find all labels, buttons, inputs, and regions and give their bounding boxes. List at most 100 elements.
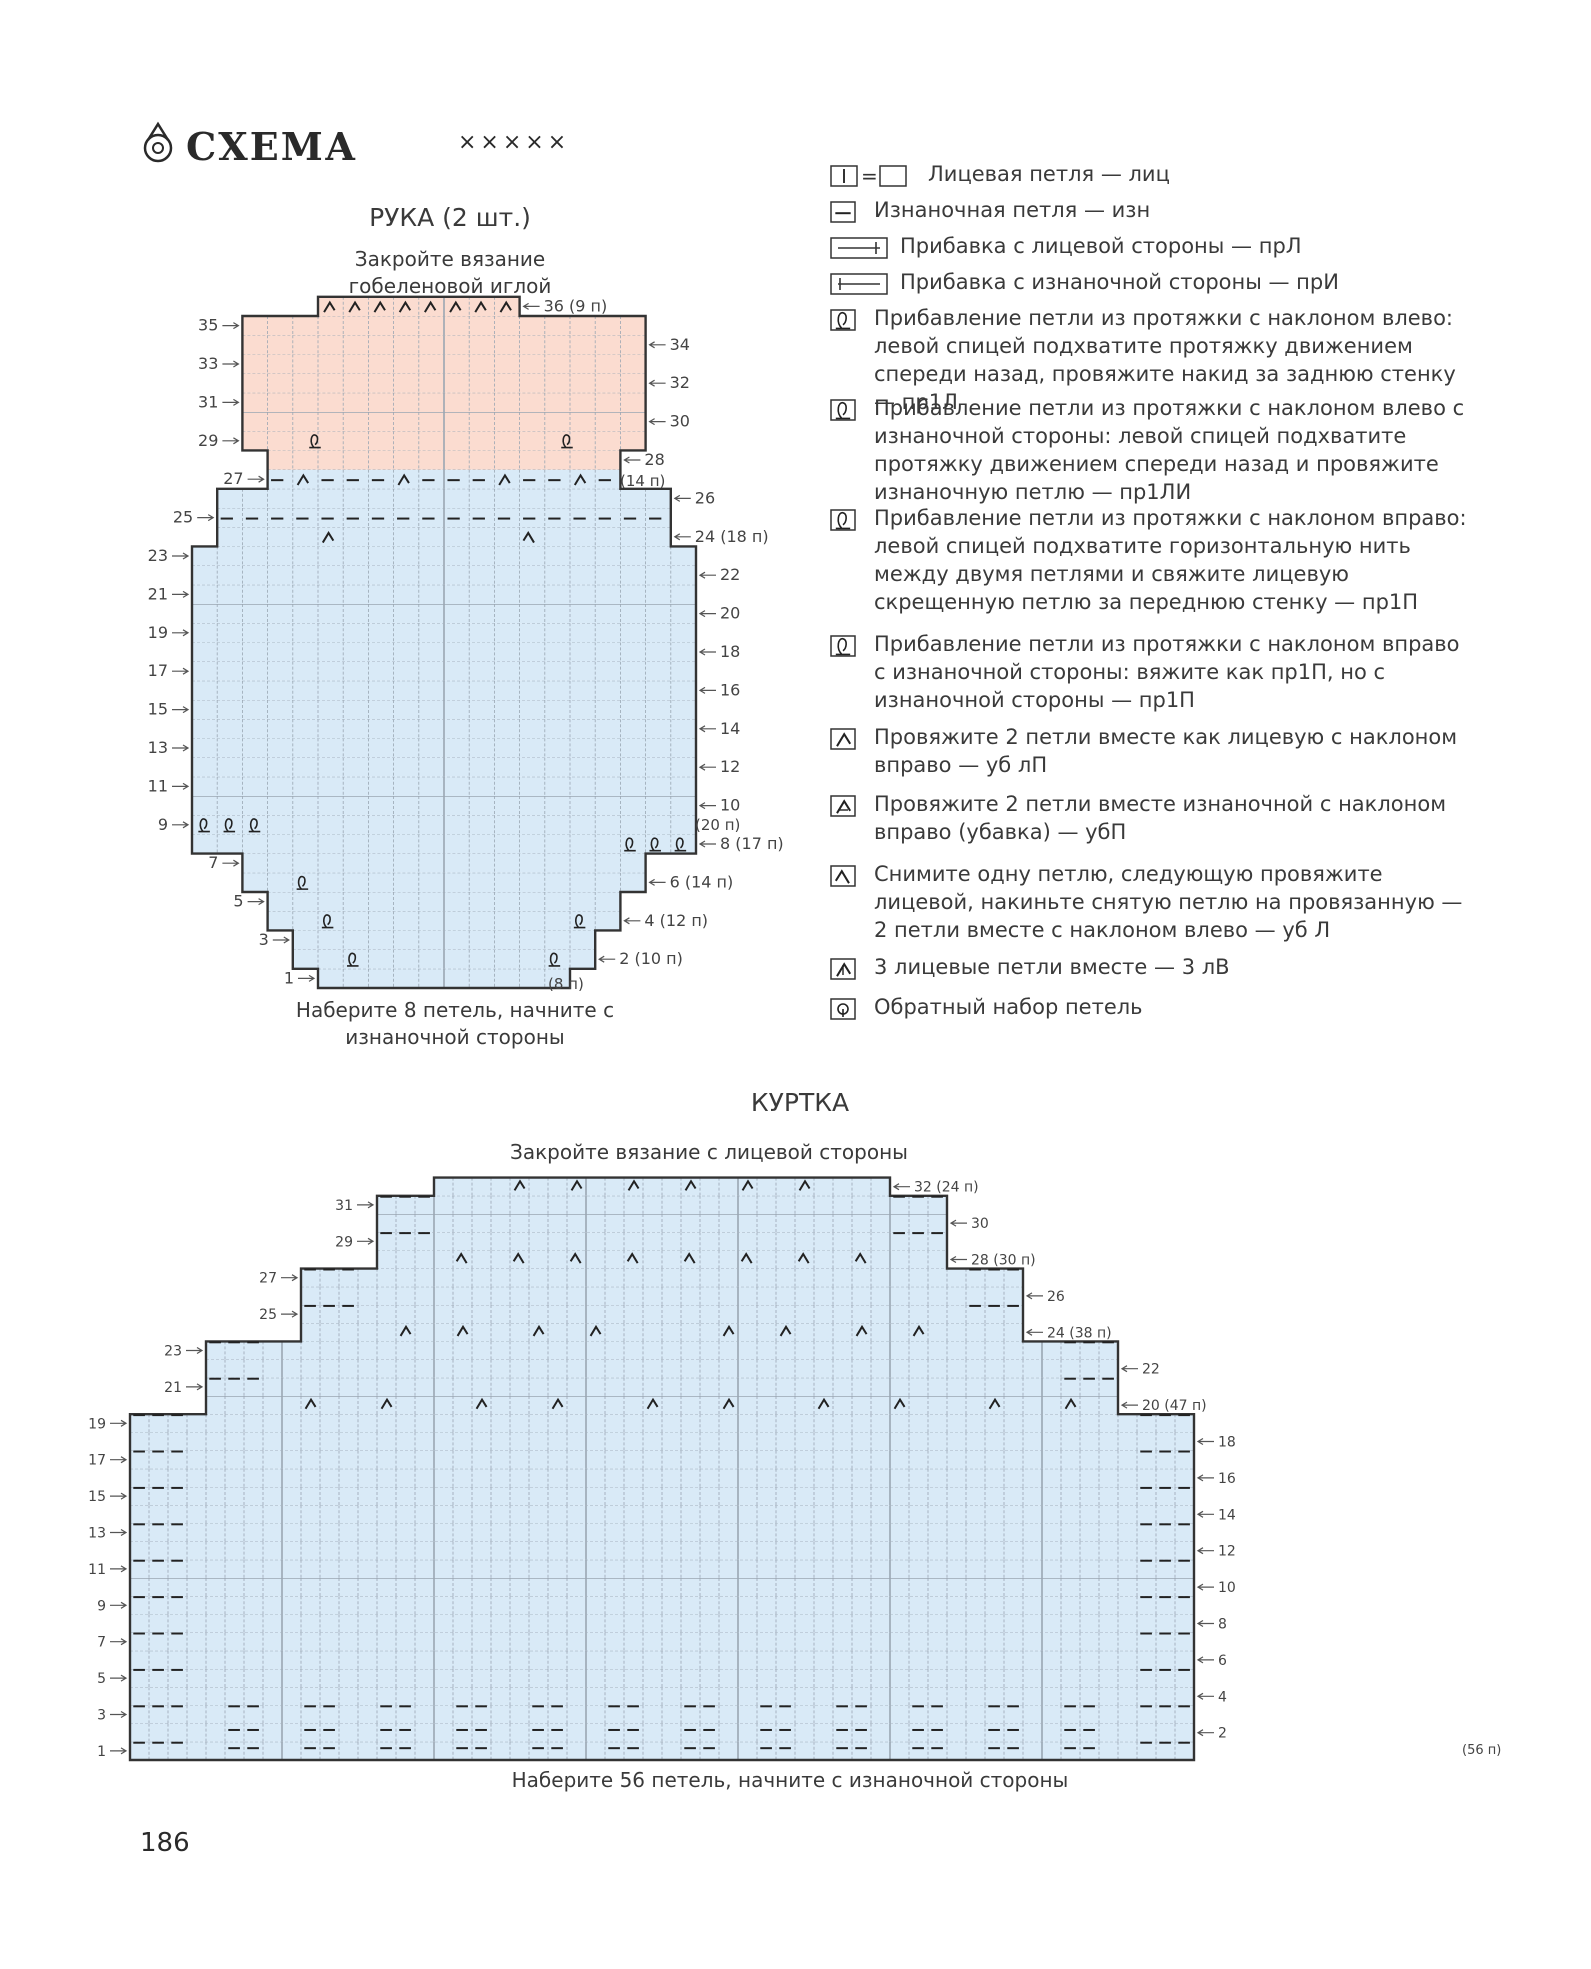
- row-label-31: 31: [335, 1198, 353, 1214]
- row-arrow: [298, 974, 316, 982]
- row-arrow: [1196, 1474, 1214, 1482]
- k2tog-symbol: [836, 732, 852, 747]
- row-arrow: [698, 725, 716, 733]
- increase-symbol: [347, 952, 359, 967]
- row-arrow: [1196, 1692, 1214, 1700]
- k2tog-symbol: [893, 1397, 906, 1410]
- row-arrow: [698, 610, 716, 618]
- legend-text: Провяжите 2 петли вместе изнаночной с на…: [874, 792, 1447, 844]
- row-label-10: 10: [720, 796, 740, 815]
- ssk-symbol: [834, 869, 850, 884]
- k2tog-symbol: [532, 1324, 545, 1337]
- row-arrow: [110, 1456, 128, 1464]
- row-arrow: [949, 1219, 967, 1227]
- ssk-symbol: [512, 1252, 525, 1264]
- k2tog-symbol: [779, 1324, 792, 1337]
- row-label-8: 8 (17 п): [720, 834, 784, 853]
- section-title: СХЕМА: [186, 124, 358, 169]
- ssk-symbol: [569, 1252, 582, 1264]
- chart-row: [377, 1232, 947, 1251]
- chart-row: [301, 1305, 1023, 1324]
- stitch-count-label: (20 п): [695, 816, 740, 834]
- row-arrow: [172, 590, 190, 598]
- increase-symbol: [674, 837, 687, 852]
- row-label-25: 25: [173, 508, 193, 527]
- increase-rs-icon: [830, 237, 888, 259]
- row-label-19: 19: [88, 1416, 106, 1432]
- row-label-1: 1: [97, 1744, 106, 1760]
- row-arrow: [172, 629, 190, 637]
- row-label-12: 12: [1218, 1544, 1236, 1560]
- row-arrow: [1025, 1292, 1043, 1300]
- k2tog-symbol: [499, 300, 512, 313]
- row-label-2: 2 (10 п): [619, 949, 683, 968]
- chart-row: [301, 1268, 1023, 1287]
- row-arrow: [623, 456, 641, 464]
- legend-text: Прибавление петли из протяжки с наклоном…: [874, 506, 1467, 614]
- chart-row: [130, 1632, 1194, 1651]
- row-label-21: 21: [148, 584, 168, 603]
- ssk-symbol: [626, 1252, 639, 1264]
- k2tog-symbol: [570, 1179, 583, 1191]
- row-arrow: [698, 571, 716, 579]
- row-arrow: [698, 686, 716, 694]
- row-label-1: 1: [284, 968, 294, 987]
- row-label-9: 9: [97, 1598, 106, 1614]
- row-arrow: [1120, 1401, 1138, 1409]
- increase-symbol: [561, 434, 573, 449]
- chart-row: [130, 1432, 1194, 1451]
- row-label-2: 2: [1218, 1726, 1227, 1742]
- row-arrow: [222, 322, 240, 330]
- row-arrow: [698, 763, 716, 771]
- row-label-27: 27: [259, 1271, 277, 1287]
- row-arrow: [1025, 1328, 1043, 1336]
- legend-text: Провяжите 2 петли вместе как лицевую с н…: [874, 725, 1458, 777]
- row-label-33: 33: [198, 354, 218, 373]
- jacket-symbols: [133, 1179, 1190, 1750]
- k2tog-symbol: [373, 300, 386, 313]
- row-label-31: 31: [198, 392, 218, 411]
- k2tog-symbol: [912, 1324, 925, 1337]
- increase-symbol: [624, 837, 636, 852]
- k2tog-symbol: [296, 473, 310, 486]
- k2tog-symbol: [475, 1397, 488, 1410]
- row-label-32: 32 (24 п): [914, 1180, 979, 1196]
- row-arrow: [110, 1419, 128, 1427]
- row-label-30: 30: [971, 1216, 989, 1232]
- k2tog-symbol: [551, 1397, 564, 1410]
- row-arrow: [281, 1310, 299, 1318]
- stitch-count-label: (14 п): [620, 472, 665, 490]
- k2tog-symbol: [304, 1397, 317, 1410]
- row-label-32: 32: [670, 373, 690, 392]
- k2tog-symbol: [798, 1179, 811, 1191]
- row-label-28: 28 (30 п): [971, 1253, 1036, 1269]
- row-arrow: [623, 917, 641, 925]
- row-label-34: 34: [670, 335, 690, 354]
- chart-row: [130, 1468, 1194, 1487]
- row-label-7: 7: [97, 1635, 106, 1651]
- row-label-17: 17: [88, 1453, 106, 1469]
- row-arrow: [648, 341, 666, 349]
- row-label-24: 24 (38 п): [1047, 1325, 1112, 1341]
- row-label-23: 23: [148, 546, 168, 565]
- ssk-icon: [830, 865, 856, 887]
- row-arrow: [110, 1528, 128, 1537]
- arm-symbols: [198, 300, 687, 967]
- chart-row: [434, 1177, 890, 1196]
- increase-symbol: [296, 875, 309, 890]
- row-label-16: 16: [720, 680, 740, 699]
- row-label-11: 11: [88, 1562, 106, 1578]
- ssk-symbol: [522, 531, 535, 544]
- row-arrow: [648, 418, 666, 426]
- k2tog-symbol: [836, 799, 852, 814]
- row-label-14: 14: [720, 719, 740, 738]
- jacket-bottom-note: Наберите 56 петель, начните с изнаночной…: [511, 1768, 1069, 1792]
- increase-symbol: [573, 914, 586, 929]
- chart-row: [301, 1286, 1023, 1305]
- row-label-20: 20: [720, 604, 740, 623]
- row-label-8: 8: [1218, 1617, 1227, 1633]
- jacket-top-note: Закройте вязание с лицевой стороны: [510, 1140, 908, 1164]
- chart-row: [130, 1614, 1194, 1633]
- row-label-22: 22: [1142, 1362, 1160, 1378]
